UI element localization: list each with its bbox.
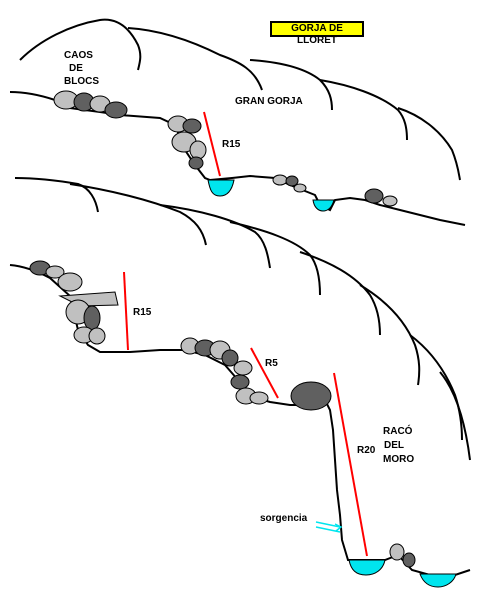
label-gran-gorja: GRAN GORJA	[235, 96, 303, 107]
upper-pool-1	[207, 179, 235, 197]
lower-rock-cluster-end	[389, 543, 416, 568]
rappel-line-upper	[203, 111, 221, 177]
label-caos-line3: BLOCS	[64, 76, 99, 87]
upper-floor	[9, 91, 466, 226]
upper-rock-cluster-floor	[272, 174, 398, 207]
label-rappel-upper: R15	[222, 139, 241, 150]
label-raco-line3: MORO	[383, 454, 414, 465]
ridge-lower-5	[299, 251, 381, 336]
ridge-gran-gorja-3	[319, 79, 408, 141]
ridge-gran-gorja-1	[127, 27, 263, 91]
ridge-caos	[19, 18, 142, 71]
ridge-lower-3	[159, 204, 271, 269]
lower-rock-cluster-left	[29, 260, 119, 345]
ridge-lower-1	[14, 177, 99, 213]
label-caos-line2: DE	[69, 63, 83, 74]
label-rappel-small: R5	[265, 358, 278, 369]
upper-ridges	[19, 18, 461, 181]
ridge-gran-gorja-2	[249, 59, 333, 111]
rappel-line-small	[250, 347, 279, 399]
label-rappel-big: R20	[357, 445, 376, 456]
label-spring: sorgencia	[260, 513, 308, 524]
upper-rock-cluster-drop	[167, 115, 207, 170]
spring-arrows	[315, 521, 343, 533]
rappel-line-big	[333, 372, 368, 557]
lower-pool-1	[348, 559, 386, 576]
ridge-lower-6	[359, 284, 421, 386]
ridge-gran-gorja-4	[397, 107, 461, 181]
lower-pool-2	[419, 573, 457, 588]
label-raco-line1: RACÓ	[383, 424, 413, 437]
ridge-lower-7	[409, 334, 463, 441]
ridge-lower-4	[229, 221, 321, 296]
lower-ridges	[14, 177, 471, 461]
ridge-lower-8	[439, 371, 471, 461]
upper-rock-cluster-caos	[53, 90, 128, 119]
label-rappel-left: R15	[133, 307, 152, 318]
rappel-line-left	[123, 271, 129, 351]
label-raco-line2: DEL	[384, 440, 404, 451]
diagram-title: GORJA DE LLORET	[270, 21, 364, 46]
ridge-lower-2	[69, 183, 207, 246]
lower-rock-cluster-middle	[180, 337, 269, 405]
label-caos-line1: CAOS	[64, 50, 93, 61]
lower-big-boulder	[290, 381, 332, 411]
upper-pool-2	[312, 199, 335, 212]
